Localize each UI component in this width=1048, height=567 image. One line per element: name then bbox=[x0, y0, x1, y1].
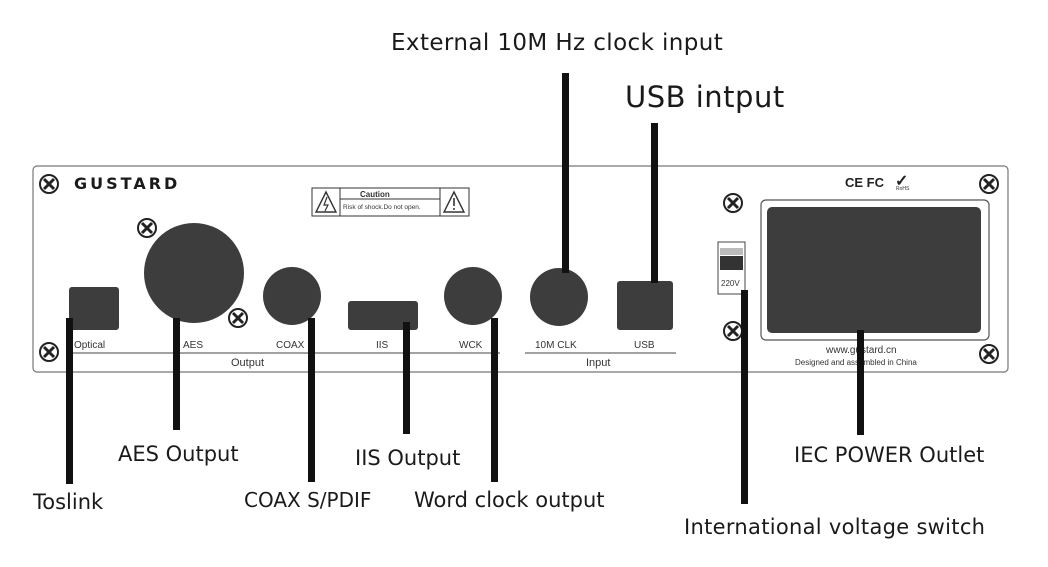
group-input: Input bbox=[586, 357, 611, 369]
warning-triangle-icon bbox=[314, 190, 338, 213]
screw-icon bbox=[979, 344, 999, 364]
label-coax: COAX bbox=[276, 340, 305, 351]
caution-title: Caution bbox=[360, 190, 390, 199]
optical-port bbox=[69, 287, 119, 330]
callout-usb-input: USB intput bbox=[625, 80, 785, 114]
screw-icon bbox=[979, 174, 999, 194]
caution-box bbox=[311, 187, 470, 217]
voltage-label: 220V bbox=[721, 279, 740, 288]
callout-clock-input: External 10M Hz clock input bbox=[391, 30, 724, 56]
iis-port bbox=[348, 301, 418, 330]
caution-text: Risk of shock.Do not open. bbox=[343, 204, 421, 211]
label-aes: AES bbox=[183, 340, 204, 351]
leader-toslink bbox=[66, 318, 73, 484]
iec-outlet bbox=[767, 207, 981, 333]
warning-exclamation-icon bbox=[442, 190, 466, 213]
screw-icon bbox=[39, 174, 59, 194]
callout-voltage-switch: International voltage switch bbox=[684, 515, 986, 539]
label-optical: Optical bbox=[74, 340, 106, 351]
screw-icon bbox=[723, 193, 743, 213]
callout-toslink: Toslink bbox=[33, 490, 104, 514]
callout-coax: COAX S/PDIF bbox=[244, 488, 372, 512]
group-output: Output bbox=[231, 357, 265, 369]
label-10m-clk: 10M CLK bbox=[535, 340, 577, 351]
screw-icon bbox=[39, 342, 59, 362]
callout-aes-output: AES Output bbox=[118, 442, 239, 466]
callout-word-clock: Word clock output bbox=[414, 488, 605, 512]
label-usb: USB bbox=[634, 340, 655, 351]
certification-marks: CE FC bbox=[845, 175, 884, 190]
rohs-check-icon: ✓ bbox=[895, 173, 909, 190]
label-iis: IIS bbox=[376, 340, 389, 351]
brand-logo: GUSTARD bbox=[74, 174, 181, 193]
leader-word-clock bbox=[491, 318, 498, 482]
leader-clock-input bbox=[562, 73, 569, 273]
usb-port bbox=[617, 281, 673, 330]
wck-port bbox=[444, 267, 502, 325]
screw-icon bbox=[228, 308, 248, 328]
leader-iis bbox=[403, 322, 410, 434]
leader-voltage-switch bbox=[741, 290, 748, 504]
screw-icon bbox=[723, 321, 743, 341]
callout-iis-output: IIS Output bbox=[355, 446, 461, 470]
leader-coax bbox=[308, 318, 315, 482]
screw-icon bbox=[137, 218, 157, 238]
label-wck: WCK bbox=[459, 340, 483, 351]
leader-usb-input bbox=[651, 123, 658, 283]
aes-port bbox=[144, 223, 244, 323]
leader-aes bbox=[173, 318, 180, 430]
coax-port bbox=[263, 267, 321, 325]
leader-iec-power bbox=[857, 330, 864, 435]
callout-iec-power: IEC POWER Outlet bbox=[794, 443, 985, 467]
clk-port bbox=[530, 268, 588, 326]
shock-bolt-icon bbox=[323, 196, 329, 212]
rohs-mark: RoHS bbox=[896, 186, 910, 192]
assembled-text: Designed and assembled in China bbox=[795, 358, 917, 367]
